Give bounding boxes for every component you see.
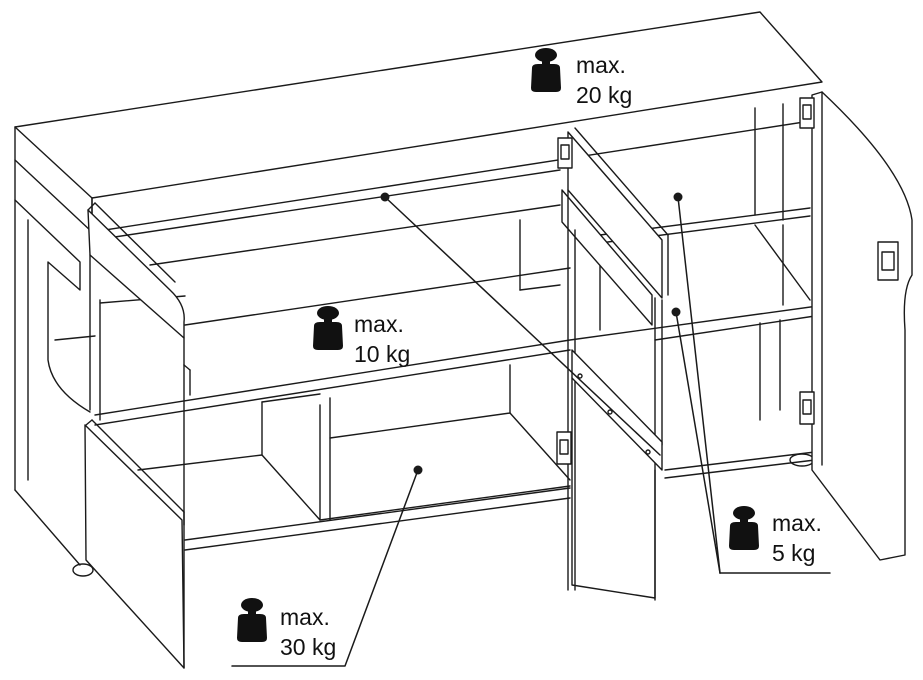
marker-dot-shelf xyxy=(380,192,390,202)
door-load-label-2: 5 kg xyxy=(772,540,816,566)
leader-lines xyxy=(231,192,831,667)
shelf-load-label-2: 10 kg xyxy=(354,341,411,367)
hinge-bottom-middle xyxy=(556,431,572,465)
weight-icon xyxy=(312,305,344,351)
left-upper-flap xyxy=(87,202,191,526)
weight-icon xyxy=(530,47,562,93)
bottom-load-label-2: 30 kg xyxy=(280,634,337,660)
bottom-load-label-1: max. xyxy=(280,604,330,630)
middle-lower-door xyxy=(571,349,663,599)
left-lower-door xyxy=(84,419,185,669)
door-load-label-1: max. xyxy=(772,510,822,536)
weight-icon xyxy=(728,505,760,551)
marker-dot-bottom xyxy=(413,465,423,475)
right-door xyxy=(811,91,913,561)
marker-dot-door-1 xyxy=(673,192,683,202)
top-load-label-1: max. xyxy=(576,52,626,78)
hinges xyxy=(556,97,815,465)
marker-dot-door-2 xyxy=(671,307,681,317)
hinge-bottom-right xyxy=(799,391,815,425)
hinge-top-right xyxy=(799,97,815,129)
hinge-top-middle xyxy=(557,137,573,169)
cabinet-body xyxy=(14,103,826,577)
weight-icon xyxy=(236,597,268,643)
shelf-load-label-1: max. xyxy=(354,311,404,337)
top-load-label-2: 20 kg xyxy=(576,82,633,108)
top-panel xyxy=(14,11,831,233)
